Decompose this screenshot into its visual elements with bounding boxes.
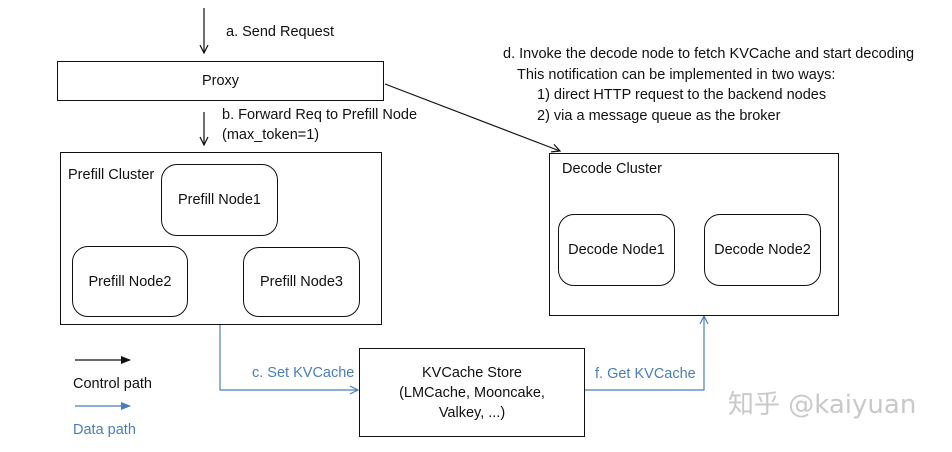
prefill-node-3: Prefill Node3 bbox=[243, 247, 360, 317]
get-kvcache-path bbox=[585, 316, 704, 391]
invoke-decode-arrow bbox=[384, 83, 560, 151]
decode-cluster-label: Decode Cluster bbox=[562, 161, 662, 177]
set-kvcache-path bbox=[219, 325, 358, 390]
kvcache-store-box: KVCache Store (LMCache, Mooncake, Valkey… bbox=[359, 348, 585, 437]
step-f-label: f. Get KVCache bbox=[595, 366, 696, 382]
step-b-label: b. Forward Req to Prefill Node bbox=[222, 107, 418, 123]
decode-node-1: Decode Node1 bbox=[558, 214, 675, 286]
prefill-node-2: Prefill Node2 bbox=[72, 246, 188, 317]
decode-node-2-label: Decode Node2 bbox=[714, 242, 811, 258]
step-b-sub-label: (max_token=1) bbox=[222, 127, 320, 143]
kvcache-store-backends-more: Valkey, ...) bbox=[438, 404, 506, 421]
kvcache-store-backends: (LMCache, Mooncake, bbox=[399, 384, 545, 401]
prefill-node-1-label: Prefill Node1 bbox=[177, 192, 261, 208]
decode-node-1-label: Decode Node1 bbox=[568, 242, 665, 258]
kvcache-store-title: KVCache Store bbox=[422, 364, 522, 381]
step-d-label: d. Invoke the decode node to fetch KVCac… bbox=[503, 46, 915, 62]
proxy-label: Proxy bbox=[201, 73, 240, 89]
step-d-option-1: 1) direct HTTP request to the backend no… bbox=[537, 87, 827, 103]
prefill-cluster-label: Prefill Cluster bbox=[68, 167, 155, 183]
prefill-node-2-label: Prefill Node2 bbox=[88, 273, 172, 290]
legend-data-label: Data path bbox=[73, 422, 136, 438]
step-a-label: a. Send Request bbox=[226, 24, 335, 40]
step-d-option-2: 2) via a message queue as the broker bbox=[537, 108, 781, 124]
decode-node-2: Decode Node2 bbox=[704, 214, 821, 286]
prefill-node-1: Prefill Node1 bbox=[161, 164, 278, 236]
prefill-node-3-label: Prefill Node3 bbox=[259, 274, 343, 290]
step-d-note: This notification can be implemented in … bbox=[517, 67, 836, 83]
proxy-box: Proxy bbox=[57, 61, 384, 101]
step-c-label: c. Set KVCache bbox=[252, 365, 355, 381]
legend-control-label: Control path bbox=[73, 376, 152, 392]
watermark: 知乎 @kaiyuan bbox=[728, 390, 917, 420]
